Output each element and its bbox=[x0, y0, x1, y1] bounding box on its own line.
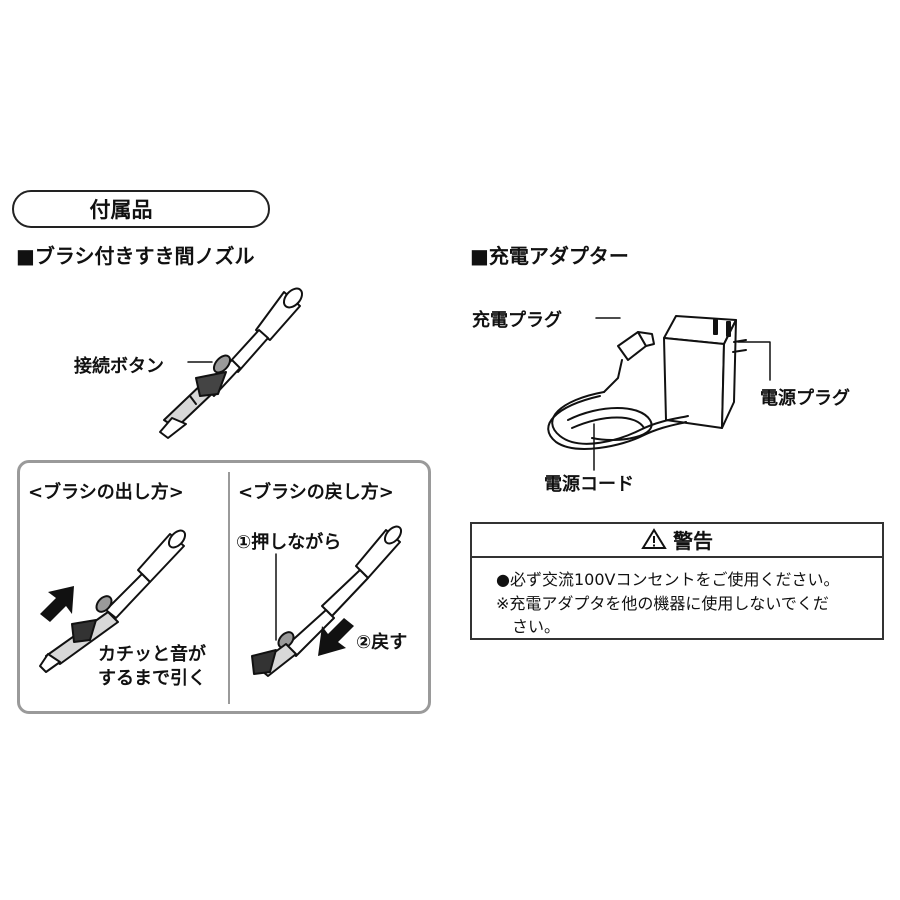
warning-box bbox=[470, 522, 884, 640]
pull-direction-arrow-icon bbox=[40, 586, 74, 622]
warning-triangle-icon bbox=[641, 528, 667, 549]
power-cord-label: 電源コード bbox=[544, 474, 634, 495]
put-back-nozzle-illustration bbox=[251, 525, 403, 677]
brush-howto-panel bbox=[17, 460, 431, 714]
warning-line-2: ※充電アダプタを他の機器に使用しないでくだ bbox=[496, 594, 829, 613]
power-plug-label: 電源プラグ bbox=[760, 388, 850, 409]
warning-header: 警告 bbox=[470, 522, 884, 558]
warning-line-3: さい。 bbox=[512, 617, 561, 636]
put-back-step-2: ②戻す bbox=[356, 632, 408, 653]
accessories-title-text: 付属品 bbox=[89, 198, 153, 222]
nozzle-heading: ■ブラシ付きすき間ノズル bbox=[16, 244, 255, 268]
connect-button-label: 接続ボタン bbox=[74, 356, 164, 377]
push-back-direction-arrow-icon bbox=[318, 618, 354, 656]
put-back-heading: <ブラシの戻し方> bbox=[238, 482, 394, 503]
put-back-step-1: ①押しながら bbox=[236, 532, 342, 553]
warning-title: 警告 bbox=[673, 528, 713, 553]
brush-howto-divider bbox=[228, 472, 230, 704]
nozzle-illustration bbox=[159, 287, 304, 439]
pull-out-heading: <ブラシの出し方> bbox=[28, 482, 184, 503]
accessories-title: 付属品 bbox=[12, 190, 270, 228]
pull-out-caption-1: カチッと音が bbox=[98, 644, 206, 665]
charge-plug-label: 充電プラグ bbox=[472, 310, 562, 331]
warning-line-1: ●必ず交流100Vコンセントをご使用ください。 bbox=[496, 570, 840, 589]
power-plug-leader bbox=[737, 341, 771, 381]
adapter-heading: ■充電アダプター bbox=[470, 244, 629, 268]
pull-out-nozzle-illustration bbox=[39, 529, 187, 673]
adapter-illustration bbox=[547, 315, 747, 450]
pull-out-caption-2: するまで引く bbox=[98, 668, 206, 689]
